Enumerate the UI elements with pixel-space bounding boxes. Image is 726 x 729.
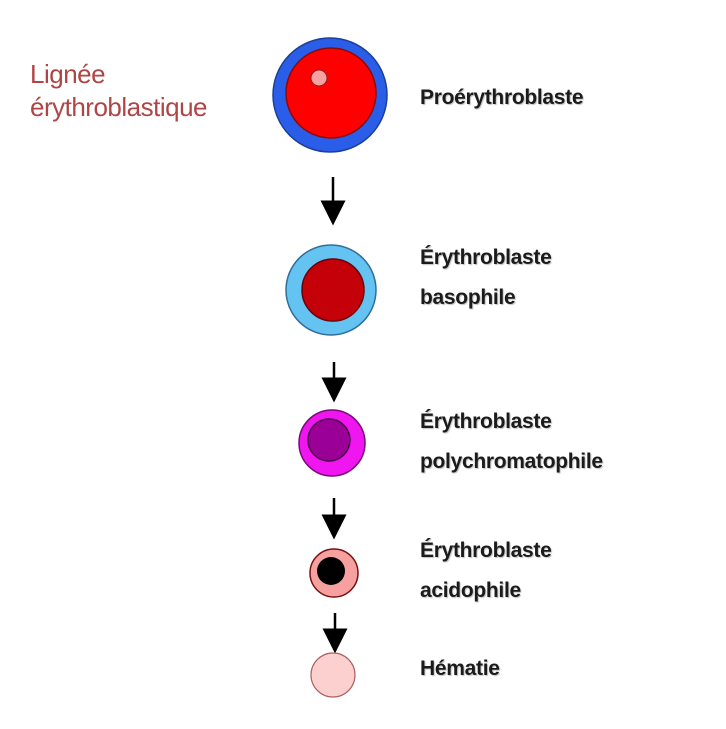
label-red-blood-cell: Hématie [420, 649, 500, 689]
label-basophilic-erythroblast: Érythroblaste basophile [420, 238, 552, 318]
red-blood-cell-body [310, 652, 356, 698]
acidophilic-erythroblast-nucleus [317, 557, 345, 585]
diagram-title-line-2: érythroblastique [30, 92, 208, 122]
diagram-title: Lignée érythroblastique [30, 58, 208, 124]
label-proerythroblast-line-1: Proérythroblaste [420, 86, 584, 109]
label-polychromatophilic-erythroblast-line-2: polychromatophile [420, 450, 603, 473]
proerythroblast-nucleolus [310, 69, 328, 87]
acidophilic-erythroblast-cell [309, 548, 359, 598]
proerythroblast-nucleus [285, 47, 377, 139]
label-polychromatophilic-erythroblast-line-1: Érythroblaste [420, 410, 552, 433]
polychromatophilic-erythroblast-cell [298, 409, 366, 477]
label-basophilic-erythroblast-line-1: Érythroblaste [420, 246, 552, 269]
label-basophilic-erythroblast-line-2: basophile [420, 286, 516, 309]
proerythroblast-cell [272, 37, 388, 153]
label-acidophilic-erythroblast-line-1: Érythroblaste [420, 539, 552, 562]
label-polychromatophilic-erythroblast: Érythroblaste polychromatophile [420, 402, 603, 482]
label-acidophilic-erythroblast-line-2: acidophile [420, 579, 521, 602]
polychromatophilic-erythroblast-nucleus [307, 418, 351, 462]
label-proerythroblast: Proérythroblaste [420, 78, 584, 118]
basophilic-erythroblast-nucleus [301, 258, 365, 322]
label-red-blood-cell-line-1: Hématie [420, 657, 500, 680]
red-blood-cell [310, 652, 356, 698]
basophilic-erythroblast-cell [285, 244, 377, 336]
label-acidophilic-erythroblast: Érythroblaste acidophile [420, 531, 552, 611]
diagram-title-line-1: Lignée [30, 59, 106, 89]
